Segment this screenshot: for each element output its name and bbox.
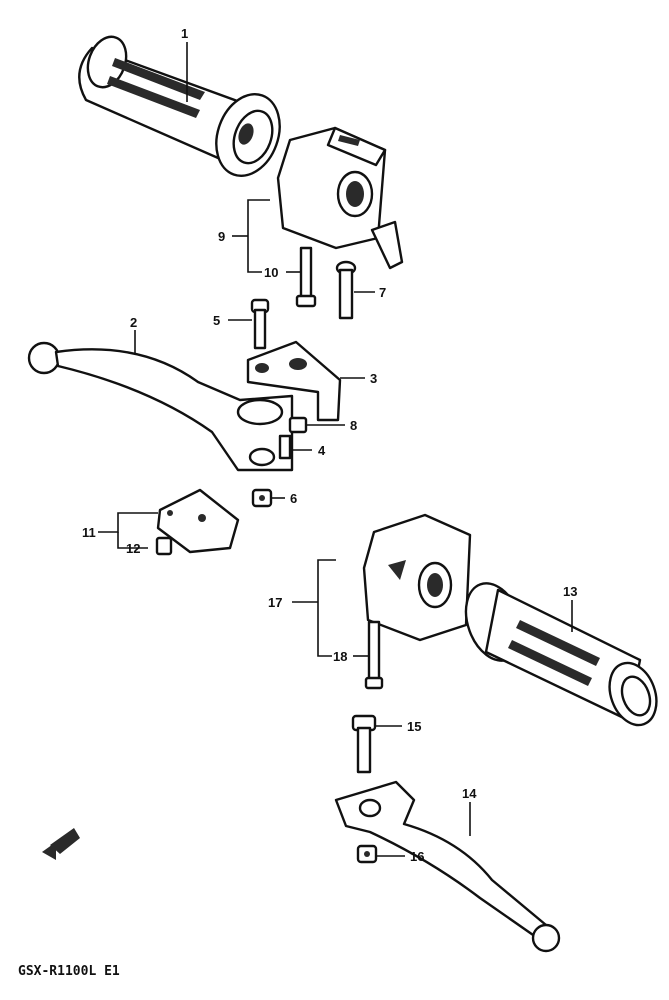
leader-lines <box>98 42 573 857</box>
callout-17: 17 <box>268 595 282 610</box>
part-6-nut <box>251 488 273 508</box>
part-17-right-switch <box>362 513 472 642</box>
direction-arrow-icon <box>42 828 80 860</box>
part-7-screw <box>335 260 357 320</box>
part-18-screw <box>364 620 384 690</box>
callout-3: 3 <box>370 371 377 386</box>
callout-8: 8 <box>350 418 357 433</box>
part-10-screw <box>295 246 317 308</box>
callout-16: 16 <box>410 849 424 864</box>
callout-7: 7 <box>379 285 386 300</box>
part-4-screw <box>278 434 292 460</box>
part-14-brake-lever <box>334 780 561 953</box>
callout-12: 12 <box>126 541 140 556</box>
part-8-nut <box>288 416 308 434</box>
part-9-left-switch <box>276 126 404 270</box>
part-5-bolt <box>250 298 270 350</box>
callout-14: 14 <box>462 786 477 801</box>
part-12-screw <box>155 536 173 556</box>
callout-4: 4 <box>318 443 326 458</box>
callout-18: 18 <box>333 649 347 664</box>
part-3-bracket <box>246 340 342 422</box>
callout-6: 6 <box>290 491 297 506</box>
callout-10: 10 <box>264 265 278 280</box>
part-1-left-grip <box>78 35 281 177</box>
callout-2: 2 <box>130 315 137 330</box>
callout-15: 15 <box>407 719 421 734</box>
callout-13: 13 <box>563 584 577 599</box>
model-label: GSX-R1100L E1 <box>18 964 120 979</box>
callout-5: 5 <box>213 313 220 328</box>
part-11-clutch-switch <box>156 488 240 554</box>
callout-1: 1 <box>181 26 188 41</box>
part-15-bolt <box>351 714 377 774</box>
part-2-clutch-lever <box>27 341 294 472</box>
callout-11: 11 <box>82 525 96 540</box>
callout-9: 9 <box>218 229 225 244</box>
part-13-right-grip <box>464 582 658 727</box>
part-16-nut <box>356 844 378 864</box>
